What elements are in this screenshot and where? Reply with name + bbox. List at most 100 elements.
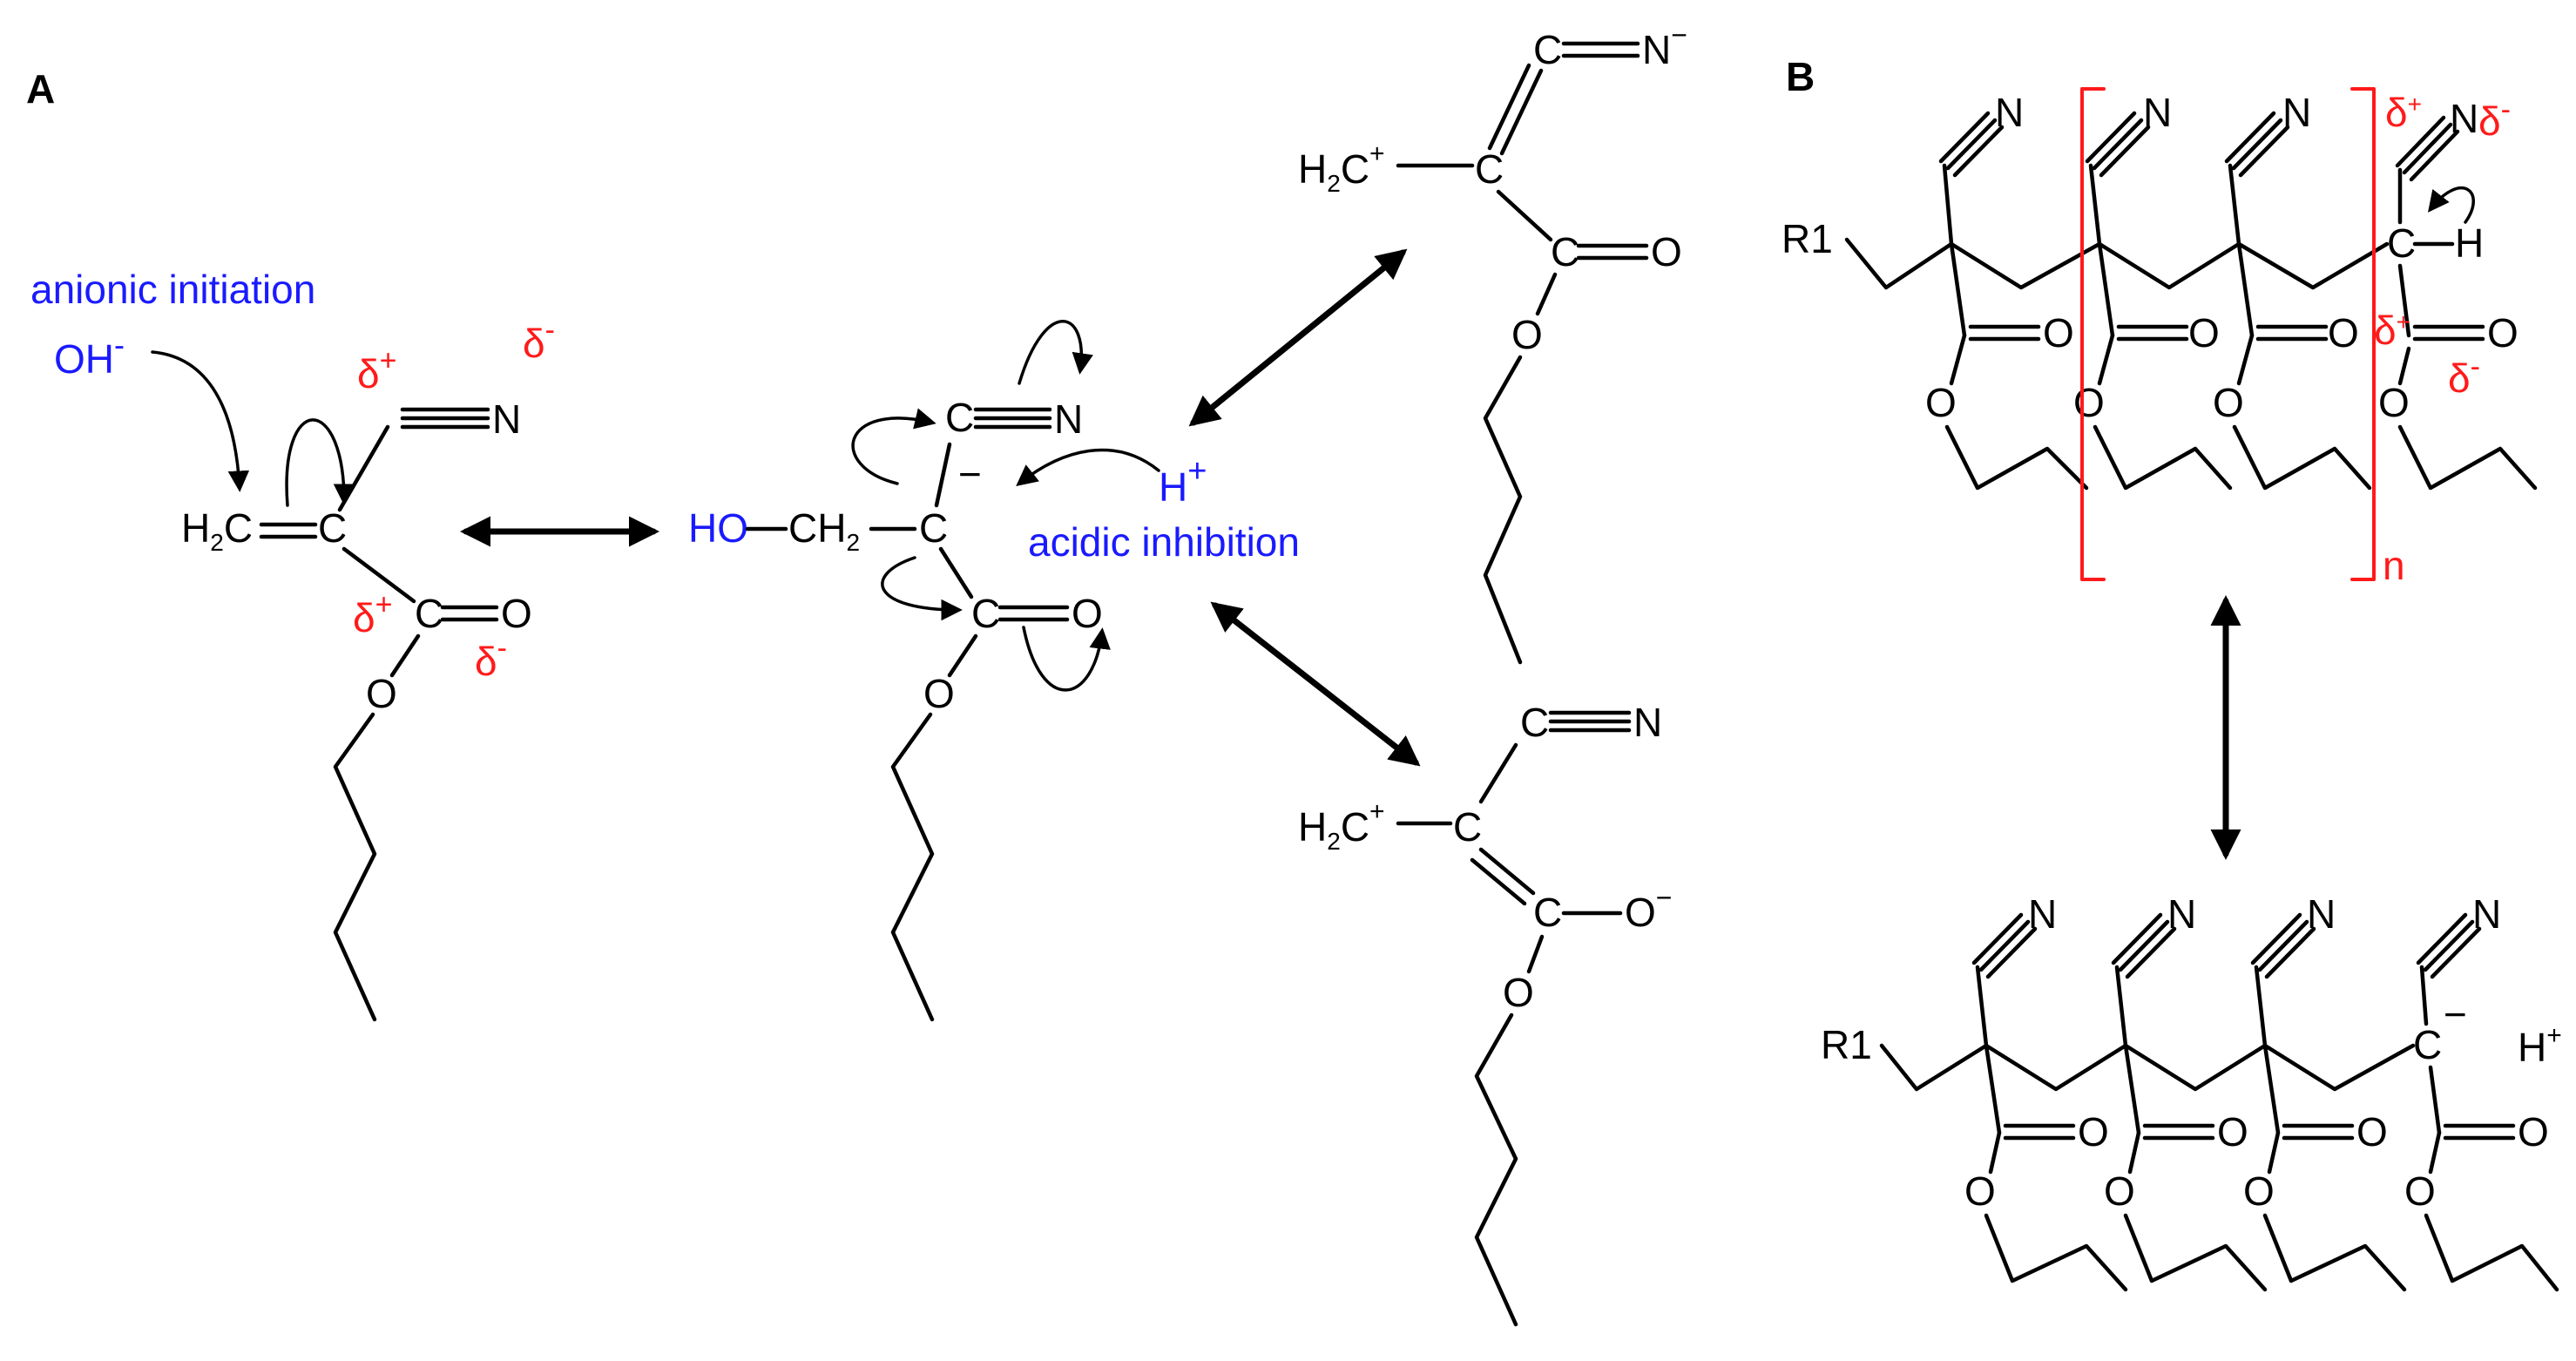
bond-c-ester (1496, 189, 1553, 242)
nitrile-nitrogen: N (1054, 396, 1083, 442)
pendant-bond (2262, 1043, 2281, 1135)
nitrile-triple-bond (2125, 926, 2177, 979)
curly-arrow-left-top (851, 408, 936, 485)
pendant-bond (2123, 1043, 2141, 1135)
butyl-chain (1483, 355, 1523, 665)
nitrile-triple-bond (2092, 118, 2144, 171)
ester-oxygen: O (2404, 1168, 2436, 1214)
nitrile-nitrogen: N (2143, 90, 2172, 135)
ester-carbon: C (415, 591, 443, 636)
pendant-bond (2419, 965, 2429, 1026)
terminal-hydrogen: H (2455, 220, 2484, 266)
nitrile-nitrogen: N (2028, 891, 2057, 937)
repeat-count-label: n (2383, 543, 2405, 588)
butyl-chain (890, 712, 935, 1022)
delta-plus-carbonyl: δ+ (353, 588, 392, 640)
ester-single-bond (389, 633, 421, 678)
ester-carbon: C (1551, 229, 1579, 274)
nitrile-nitrogen: N (1633, 700, 1662, 745)
bond-c-cn (1478, 742, 1518, 804)
panel-a-label: A (26, 66, 55, 112)
butyl-chain (2232, 424, 2372, 491)
monomer-structure: anionic initiation OH- H2C C δ+ δ- N δ+ … (30, 267, 555, 1022)
nitrile-triple-bond (1938, 111, 1991, 164)
ester-single-bond (2428, 1130, 2442, 1175)
carbanion-charge: − (2444, 992, 2467, 1037)
carbonyl-oxygen: O (2217, 1109, 2248, 1154)
butyl-chain (333, 712, 377, 1022)
nitrile-triple-bond (1945, 118, 1998, 171)
pendant-bond (2228, 163, 2241, 247)
nitrile-triple-bond (2111, 912, 2163, 965)
carbonyl-oxygen: O (2078, 1109, 2109, 1154)
pendant-bond (1949, 241, 1967, 338)
pendant-bond (2428, 1065, 2442, 1135)
nitrile-triple-bond (1971, 912, 2024, 965)
initiation-curly-arrow (151, 350, 250, 492)
nitrile-nitrogen: N (2472, 891, 2501, 937)
nitrile-nitrogen: N (1995, 90, 2024, 135)
delta-minus-terminal-nitrile: δ- (2478, 93, 2511, 144)
carbanion-charge: − (958, 451, 982, 497)
nitrile-triple-bond (2416, 912, 2468, 965)
carbonyl-oxygen: O (2188, 310, 2220, 355)
carbonyl-oxygen: O (2043, 310, 2074, 355)
resonance-arrow-upper (1188, 248, 1408, 427)
nitrile-triple-bond (1985, 926, 2038, 979)
ester-oxygen: O (923, 671, 955, 716)
h2c-plus-label: H2C+ (1298, 139, 1385, 197)
nitrile-nitrogen: N (2167, 891, 2196, 937)
ester-oxygen: O (1511, 312, 1543, 357)
bond-c-cn (934, 442, 952, 508)
ketenimine-nitrogen: N− (1642, 19, 1687, 72)
nitrile-carbon: C (1520, 700, 1549, 745)
resonance-arrow-lower (1210, 601, 1421, 767)
nitrile-triple-bond (2423, 919, 2475, 972)
panel-b-label: B (1786, 54, 1815, 99)
ester-single-bond (2127, 1130, 2141, 1175)
butyl-chain (2397, 424, 2538, 491)
polymer-carbanion: R1 N O O N O O N O (1821, 891, 2562, 1292)
repeat-bracket-right (2350, 87, 2376, 581)
nitrile-triple-bond (2430, 926, 2482, 979)
delta-plus-terminal-nitrile: δ+ (2385, 90, 2422, 135)
butyl-chain (1474, 1012, 1518, 1327)
acidic-inhibition-label: acidic inhibition (1028, 519, 1300, 565)
h2c-plus-label: H2C+ (1298, 797, 1385, 855)
repeat-bracket-left (2080, 87, 2106, 581)
pendant-bond (2236, 241, 2255, 338)
bond-c-ester (938, 546, 974, 599)
ketenimine-carbon: C (1533, 27, 1562, 72)
enolate-carbon: C (1533, 890, 1562, 935)
ester-oxygen: O (1503, 970, 1534, 1015)
nitrile-triple-bond (2224, 111, 2276, 164)
butyl-chain (2262, 1213, 2407, 1292)
ester-single-bond (2267, 1130, 2281, 1175)
terminal-nitrile-nitrogen: N (2450, 96, 2478, 141)
carbanion-structure: HO CH2 C − C N H+ acidic inhibition C O … (688, 320, 1300, 1022)
proton-label: H+ (1159, 453, 1207, 510)
ester-carbon: C (971, 591, 1000, 636)
nitrile-triple-bond (2257, 919, 2309, 972)
ester-oxygen: O (366, 671, 397, 716)
ester-single-bond (2397, 346, 2411, 386)
butyl-chain (2424, 1213, 2559, 1292)
nitrile-nitrogen: N (2282, 90, 2311, 135)
delta-minus-terminal-carbonyl: δ- (2448, 350, 2480, 401)
ester-single-bond (1949, 333, 1967, 386)
c-c-double-bond (1478, 847, 1536, 896)
c-c-double-bond (1470, 857, 1527, 906)
ester-oxygen: O (2104, 1168, 2135, 1214)
curly-arrow-carbonyl (1022, 626, 1111, 692)
r1-label: R1 (1821, 1022, 1872, 1067)
ester-single-bond (947, 633, 978, 678)
butyl-chain (1984, 1213, 2128, 1292)
ester-single-bond (2097, 333, 2115, 386)
ester-oxygen: O (2213, 380, 2244, 425)
ester-oxygen: O (2378, 380, 2410, 425)
ester-single-bond (1535, 272, 1558, 316)
butyl-chain (2093, 424, 2233, 491)
central-carbon: C (1475, 146, 1504, 192)
nitrile-nitrogen: N (492, 396, 521, 442)
